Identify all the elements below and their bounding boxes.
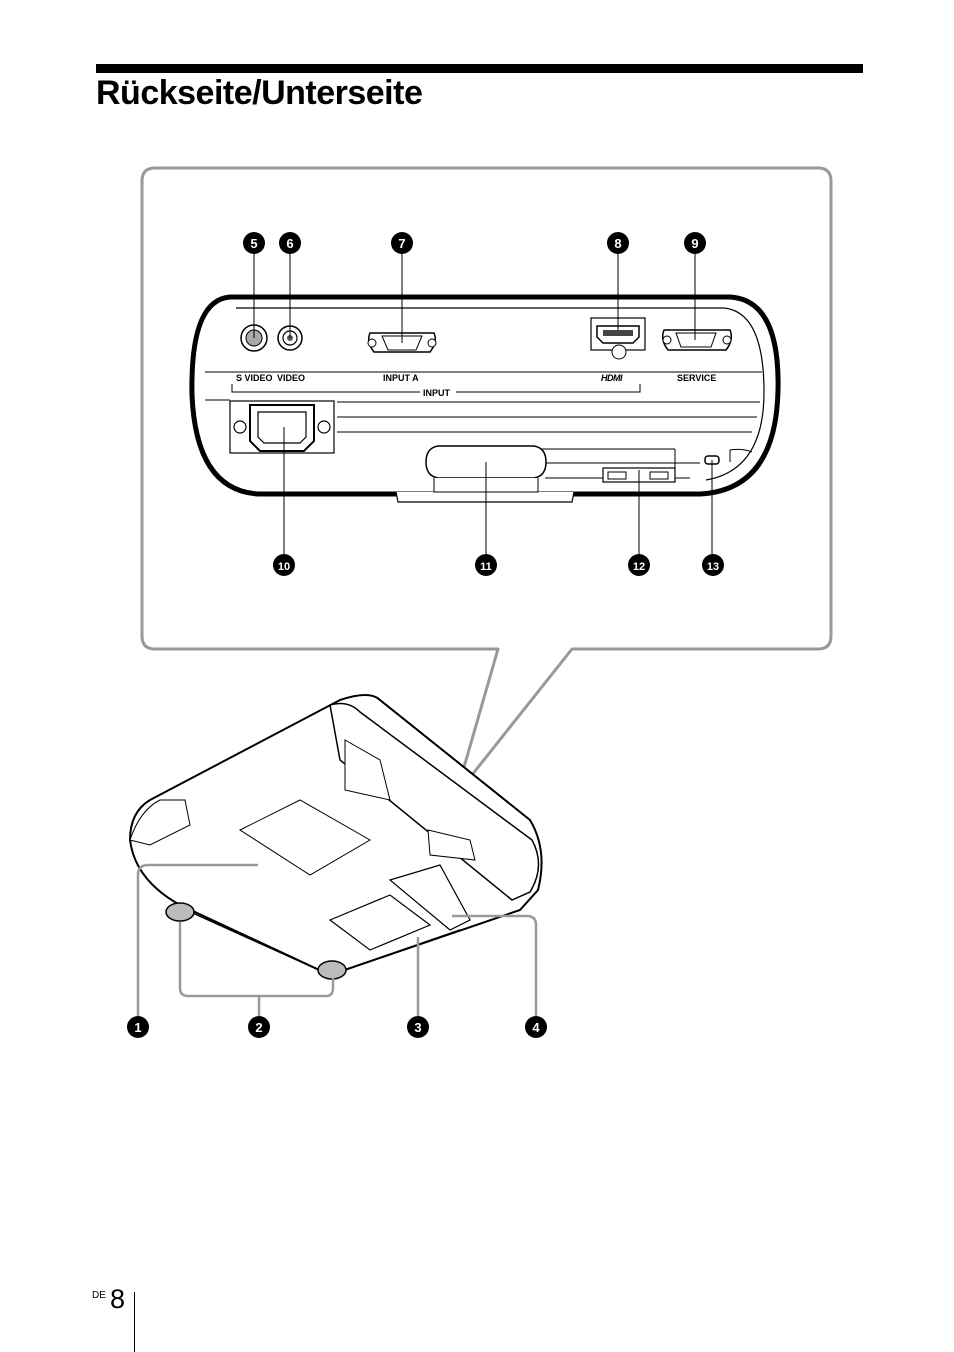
callout-2: 2 (248, 1016, 270, 1038)
page-title: Rückseite/Unterseite (96, 74, 423, 112)
svg-text:3: 3 (414, 1020, 421, 1035)
label-service: SERVICE (677, 373, 716, 383)
callout-4: 4 (525, 1016, 547, 1038)
svg-text:6: 6 (286, 236, 293, 251)
hdmi-port (590, 317, 646, 360)
title-rule (96, 64, 863, 73)
callout-5: 5 (243, 232, 265, 254)
svg-text:9: 9 (691, 236, 698, 251)
svg-text:7: 7 (398, 236, 405, 251)
label-video: VIDEO (277, 373, 305, 383)
callout-1: 1 (127, 1016, 149, 1038)
language-code: DE (92, 1290, 106, 1301)
callout-3: 3 (407, 1016, 429, 1038)
page-number: 8 (110, 1284, 126, 1314)
label-hdmi: HDMI (601, 373, 623, 383)
callout-12: 12 (628, 554, 650, 576)
label-s-video: S VIDEO (236, 373, 273, 383)
svg-text:12: 12 (633, 561, 645, 573)
svg-text:5: 5 (250, 236, 257, 251)
svg-text:13: 13 (707, 561, 719, 573)
ac-in-socket (229, 400, 335, 454)
footer-rule (134, 1292, 135, 1352)
svg-text:2: 2 (255, 1020, 262, 1035)
callout-13: 13 (702, 554, 724, 576)
label-input-group: INPUT (423, 388, 451, 398)
callout-8: 8 (607, 232, 629, 254)
projector-underside (128, 694, 543, 980)
svg-text:11: 11 (480, 561, 492, 573)
svg-text:1: 1 (134, 1020, 141, 1035)
service-port (661, 329, 733, 351)
svg-text:4: 4 (532, 1020, 540, 1035)
callout-7: 7 (391, 232, 413, 254)
callout-6: 6 (279, 232, 301, 254)
svg-text:8: 8 (614, 236, 621, 251)
callout-11: 11 (475, 554, 497, 576)
callout-9: 9 (684, 232, 706, 254)
svg-text:10: 10 (278, 561, 290, 573)
label-input-a: INPUT A (383, 373, 419, 383)
callout-10: 10 (273, 554, 295, 576)
